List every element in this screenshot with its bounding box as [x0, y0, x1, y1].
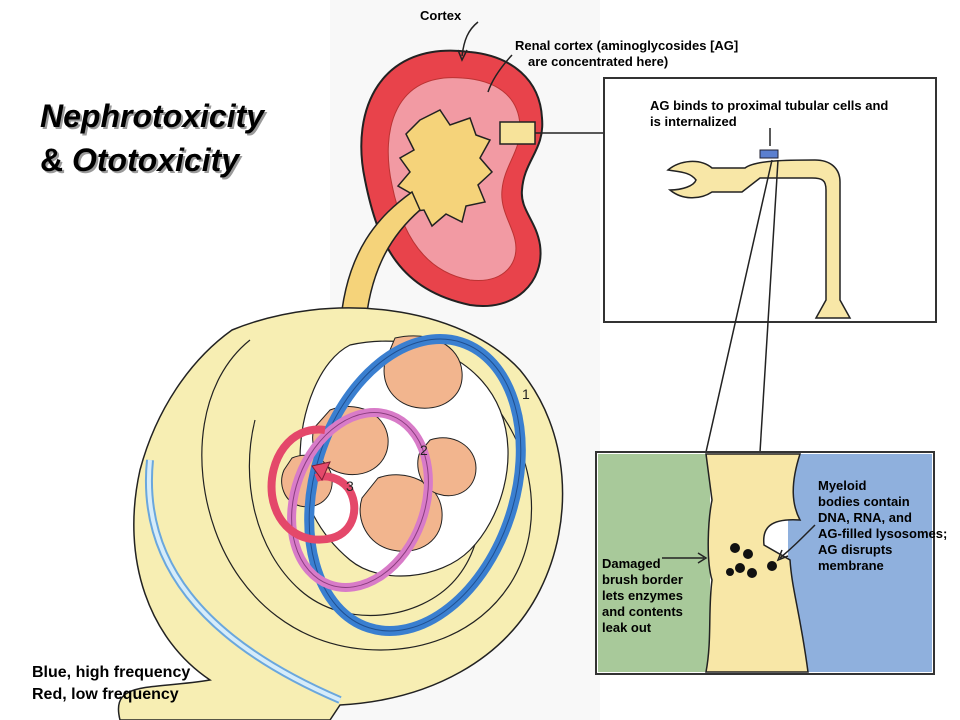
- cochlea-turn-3-label: 3: [346, 478, 354, 494]
- frequency-legend: Blue, high frequency Red, low frequency: [32, 662, 190, 706]
- tubular-cell-shape: [705, 453, 809, 673]
- subtitle-prefix: &: [40, 142, 72, 178]
- proximal-tubule-shape: [666, 159, 852, 319]
- tubule-label-2: is internalized: [650, 114, 737, 129]
- cochlea-illustration: [117, 307, 564, 720]
- myeloid-label-1: Myeloid: [818, 478, 867, 493]
- page-subtitle: & Ototoxicity: [40, 142, 239, 179]
- myeloid-label-3: DNA, RNA, and: [818, 510, 912, 525]
- lumen-region: [598, 454, 710, 672]
- cortex-pointer: [461, 21, 479, 57]
- damaged-label-3: lets enzymes: [602, 588, 683, 603]
- tubule-to-cell-connector-a: [705, 159, 773, 453]
- renal-cortex-label-1: Renal cortex (aminoglycosides [AG]: [515, 38, 739, 53]
- cortex-label: Cortex: [420, 8, 462, 23]
- myeloid-label-6: membrane: [818, 558, 884, 573]
- cell-panel: [595, 451, 935, 675]
- cochlea-turn-outline-1: [201, 339, 533, 651]
- legend-red: Red, low frequency: [32, 686, 179, 703]
- myeloid-label-4: AG-filled lysosomes;: [818, 526, 948, 541]
- myeloid-bodies: [726, 543, 777, 578]
- myeloid-label-2: bodies contain: [818, 494, 910, 509]
- cochlea-turn-1-label: 1: [522, 386, 530, 402]
- myeloid-label-5: AG disrupts: [818, 542, 893, 557]
- interstitium-region: [788, 454, 932, 672]
- renal-cortex-pointer: [487, 54, 513, 93]
- cortex-sample-block: [499, 121, 536, 145]
- cochlea-turn-2-label: 2: [420, 442, 428, 458]
- page-title: Nephrotoxicity: [40, 98, 265, 134]
- damaged-label-2: brush border: [602, 572, 683, 587]
- renal-cortex-label-2: are concentrated here): [528, 54, 669, 69]
- ag-binding-marker: [759, 149, 779, 159]
- damaged-label-4: and contents: [602, 604, 683, 619]
- subtitle-emphasis: Ototoxicity: [72, 142, 240, 178]
- damaged-label-5: leak out: [602, 620, 652, 635]
- tubule-label-1: AG binds to proximal tubular cells and: [650, 98, 889, 113]
- damaged-label-1: Damaged: [602, 556, 661, 571]
- low-frequency-ring: [267, 425, 359, 544]
- legend-blue: Blue, high frequency: [32, 664, 191, 681]
- myeloid-pointer: [779, 524, 816, 559]
- tubule-to-cell-connector-b: [759, 159, 779, 453]
- renal-pelvis-shape: [396, 109, 494, 228]
